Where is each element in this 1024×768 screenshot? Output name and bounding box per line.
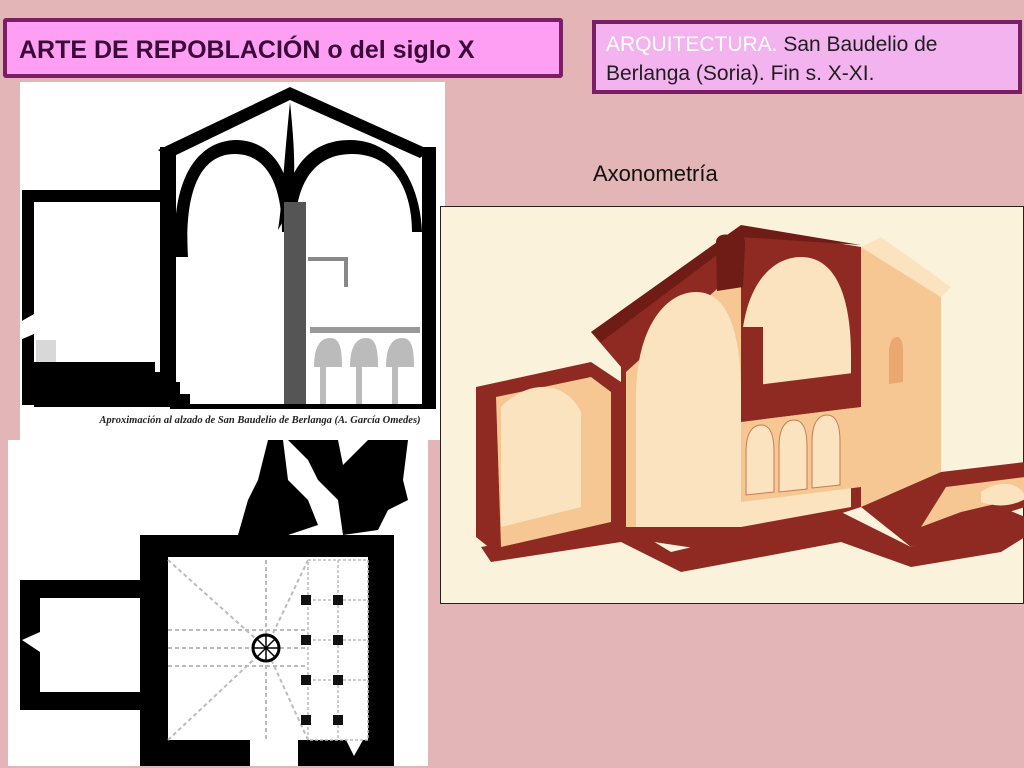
floor-plan-figure [20,440,408,766]
info-box: ARQUITECTURA. San Baudelio de Berlanga (… [592,20,1022,94]
info-text: ARQUITECTURA. San Baudelio de Berlanga (… [606,30,1010,88]
slide-title: ARTE DE REPOBLACIÓN o del siglo X [19,36,475,64]
axonometry-label: Axonometría [593,161,718,186]
axonometry-figure [476,225,1024,572]
elevation-caption: Aproximación al alzado de San Baudelio d… [99,415,421,426]
axonometry-drawing [440,206,1024,604]
slide-title-box: ARTE DE REPOBLACIÓN o del siglo X [3,18,563,78]
floor-plan [8,440,428,766]
elevation-figure [20,87,436,409]
info-prefix: ARQUITECTURA. [606,33,778,56]
elevation-drawing: Aproximación al alzado de San Baudelio d… [20,82,445,440]
info-body: San Baudelio de Berlanga (Soria). Fin s.… [606,33,938,85]
